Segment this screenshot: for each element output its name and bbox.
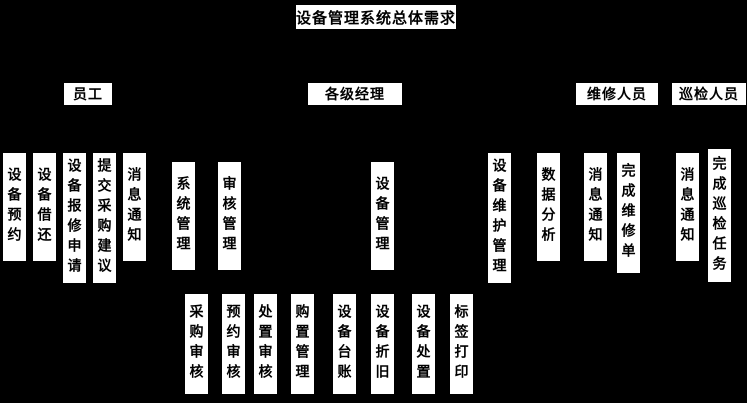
node-purchase-audit: 采购审核 (185, 294, 208, 394)
node-complete-inspection-task: 完成巡检任务 (708, 149, 731, 282)
node-repair-request: 设备报修申请 (63, 153, 86, 283)
node-label-printing: 标签打印 (450, 294, 473, 394)
node-role-employee: 员工 (64, 83, 112, 105)
node-purchase-suggestion: 提交采购建议 (93, 153, 116, 283)
node-root-title: 设备管理系统总体需求 (296, 5, 456, 29)
node-equipment-management: 设备管理 (371, 162, 394, 270)
node-message-notice-inspection: 消息通知 (676, 153, 699, 261)
node-reservation-audit: 预约审核 (222, 294, 245, 394)
node-equipment-disposal: 设备处置 (412, 294, 435, 394)
node-equipment-borrow-return: 设备借还 (33, 153, 56, 261)
node-acquisition-management: 购置管理 (291, 294, 314, 394)
node-equipment-maintenance-management: 设备维护管理 (488, 153, 511, 283)
node-equipment-reservation: 设备预约 (3, 153, 26, 261)
node-role-manager: 各级经理 (308, 83, 402, 105)
node-complete-repair-order: 完成维修单 (617, 153, 640, 273)
node-message-notice-employee: 消息通知 (123, 153, 146, 261)
node-data-analysis: 数据分析 (537, 153, 560, 261)
node-message-notice-maintenance: 消息通知 (584, 153, 607, 261)
node-role-inspection-staff: 巡检人员 (672, 83, 746, 105)
node-system-management: 系统管理 (172, 162, 195, 270)
node-disposal-audit: 处置审核 (254, 294, 277, 394)
node-equipment-depreciation: 设备折旧 (371, 294, 394, 394)
node-role-maintenance-staff: 维修人员 (576, 83, 658, 105)
node-audit-management: 审核管理 (218, 162, 241, 270)
node-equipment-ledger: 设备台账 (333, 294, 356, 394)
